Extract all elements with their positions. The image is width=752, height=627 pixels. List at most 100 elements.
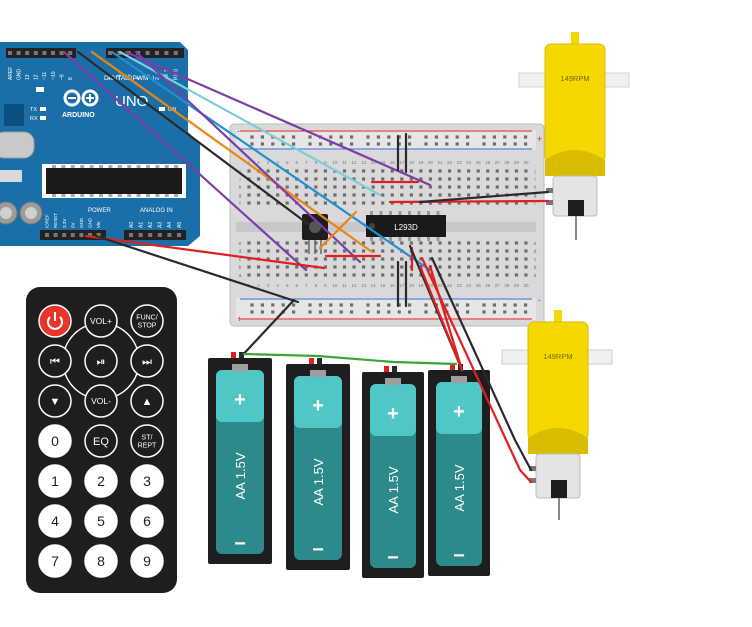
breadboard-hole[interactable] — [266, 257, 270, 261]
arduino-pin[interactable] — [138, 233, 143, 237]
breadboard-hole[interactable] — [247, 193, 251, 197]
breadboard-hole[interactable] — [342, 265, 347, 269]
breadboard-hole[interactable] — [476, 169, 480, 173]
breadboard-hole[interactable] — [447, 201, 452, 205]
rail-hole[interactable] — [366, 142, 370, 146]
breadboard-hole[interactable] — [457, 257, 461, 261]
breadboard-hole[interactable] — [457, 201, 461, 205]
breadboard-hole[interactable] — [371, 249, 375, 253]
breadboard-hole[interactable] — [476, 241, 480, 245]
breadboard-hole[interactable] — [419, 177, 423, 181]
breadboard-hole[interactable] — [304, 265, 308, 269]
arduino-pin[interactable] — [70, 233, 75, 237]
breadboard-hole[interactable] — [381, 169, 385, 173]
breadboard-hole[interactable] — [524, 201, 528, 205]
breadboard-hole[interactable] — [467, 249, 471, 253]
breadboard-hole[interactable] — [447, 193, 452, 197]
breadboard-hole[interactable] — [467, 185, 471, 189]
breadboard-hole[interactable] — [514, 177, 518, 181]
arduino-pin[interactable] — [25, 51, 30, 55]
breadboard-hole[interactable] — [381, 265, 385, 269]
breadboard-hole[interactable] — [505, 265, 509, 269]
breadboard-hole[interactable] — [495, 241, 499, 245]
digit-4-button[interactable]: 4 — [38, 504, 72, 538]
rail-hole[interactable] — [387, 135, 391, 139]
breadboard-hole[interactable] — [486, 185, 490, 189]
rail-hole[interactable] — [424, 142, 428, 146]
l293d-chip[interactable]: L293D — [366, 211, 446, 241]
breadboard-hole[interactable] — [419, 249, 423, 253]
rail-hole[interactable] — [260, 142, 264, 146]
breadboard-hole[interactable] — [476, 265, 480, 269]
power-button[interactable] — [38, 304, 72, 338]
rail-hole[interactable] — [482, 310, 486, 314]
rail-hole[interactable] — [376, 142, 380, 146]
breadboard-hole[interactable] — [476, 273, 480, 277]
rail-hole[interactable] — [455, 142, 459, 146]
down-button[interactable]: ▼ — [38, 384, 72, 418]
breadboard-hole[interactable] — [381, 177, 385, 181]
arduino-pin[interactable] — [45, 233, 49, 237]
arduino-pin[interactable] — [68, 51, 73, 55]
rail-hole[interactable] — [329, 310, 333, 314]
breadboard-hole[interactable] — [314, 185, 318, 189]
breadboard-hole[interactable] — [285, 273, 289, 277]
breadboard-hole[interactable] — [428, 201, 433, 205]
breadboard-hole[interactable] — [419, 193, 423, 197]
rail-hole[interactable] — [466, 303, 470, 307]
next-button[interactable]: ⏭ — [130, 344, 164, 378]
breadboard-hole[interactable] — [342, 241, 347, 245]
breadboard-hole[interactable] — [266, 249, 270, 253]
breadboard-hole[interactable] — [333, 265, 337, 269]
breadboard-hole[interactable] — [467, 193, 471, 197]
arduino-pin[interactable] — [167, 233, 172, 237]
rail-hole[interactable] — [524, 142, 528, 146]
breadboard-hole[interactable] — [505, 241, 509, 245]
motor-bottom[interactable]: 149RPM — [501, 310, 613, 520]
breadboard-hole[interactable] — [362, 241, 366, 245]
arduino-pin[interactable] — [148, 233, 153, 237]
breadboard-hole[interactable] — [438, 177, 442, 181]
rail-hole[interactable] — [339, 135, 343, 139]
arduino-pin[interactable] — [33, 51, 38, 55]
breadboard-hole[interactable] — [467, 241, 471, 245]
breadboard-hole[interactable] — [323, 201, 327, 205]
breadboard-hole[interactable] — [362, 273, 366, 277]
rail-hole[interactable] — [292, 303, 296, 307]
battery-holder[interactable]: +AA 1.5V− — [208, 352, 272, 564]
rail-hole[interactable] — [281, 303, 285, 307]
breadboard-hole[interactable] — [514, 249, 518, 253]
rail-hole[interactable] — [339, 142, 343, 146]
breadboard-hole[interactable] — [352, 169, 356, 173]
breadboard-hole[interactable] — [333, 177, 337, 181]
arduino-pin[interactable] — [51, 51, 55, 55]
arduino-pin[interactable] — [157, 233, 162, 237]
rail-hole[interactable] — [482, 303, 486, 307]
breadboard-hole[interactable] — [323, 185, 327, 189]
breadboard-hole[interactable] — [457, 185, 461, 189]
breadboard-hole[interactable] — [495, 249, 499, 253]
breadboard-hole[interactable] — [476, 249, 480, 253]
rail-hole[interactable] — [376, 310, 380, 314]
rail-hole[interactable] — [281, 142, 285, 146]
breadboard-hole[interactable] — [390, 257, 394, 261]
breadboard-hole[interactable] — [505, 257, 509, 261]
breadboard-hole[interactable] — [371, 265, 375, 269]
breadboard-hole[interactable] — [371, 257, 375, 261]
breadboard-hole[interactable] — [381, 193, 385, 197]
breadboard-hole[interactable] — [314, 177, 318, 181]
breadboard-hole[interactable] — [381, 257, 385, 261]
breadboard-hole[interactable] — [285, 249, 289, 253]
breadboard-hole[interactable] — [505, 169, 509, 173]
breadboard-hole[interactable] — [295, 169, 299, 173]
breadboard-hole[interactable] — [419, 185, 423, 189]
breadboard-hole[interactable] — [256, 273, 261, 277]
breadboard-hole[interactable] — [428, 193, 433, 197]
digit-3-button[interactable]: 3 — [130, 464, 164, 498]
arduino-pin[interactable] — [145, 51, 150, 55]
breadboard-hole[interactable] — [352, 273, 356, 277]
breadboard-hole[interactable] — [428, 177, 433, 181]
breadboard-hole[interactable] — [371, 177, 375, 181]
breadboard-hole[interactable] — [314, 257, 318, 261]
